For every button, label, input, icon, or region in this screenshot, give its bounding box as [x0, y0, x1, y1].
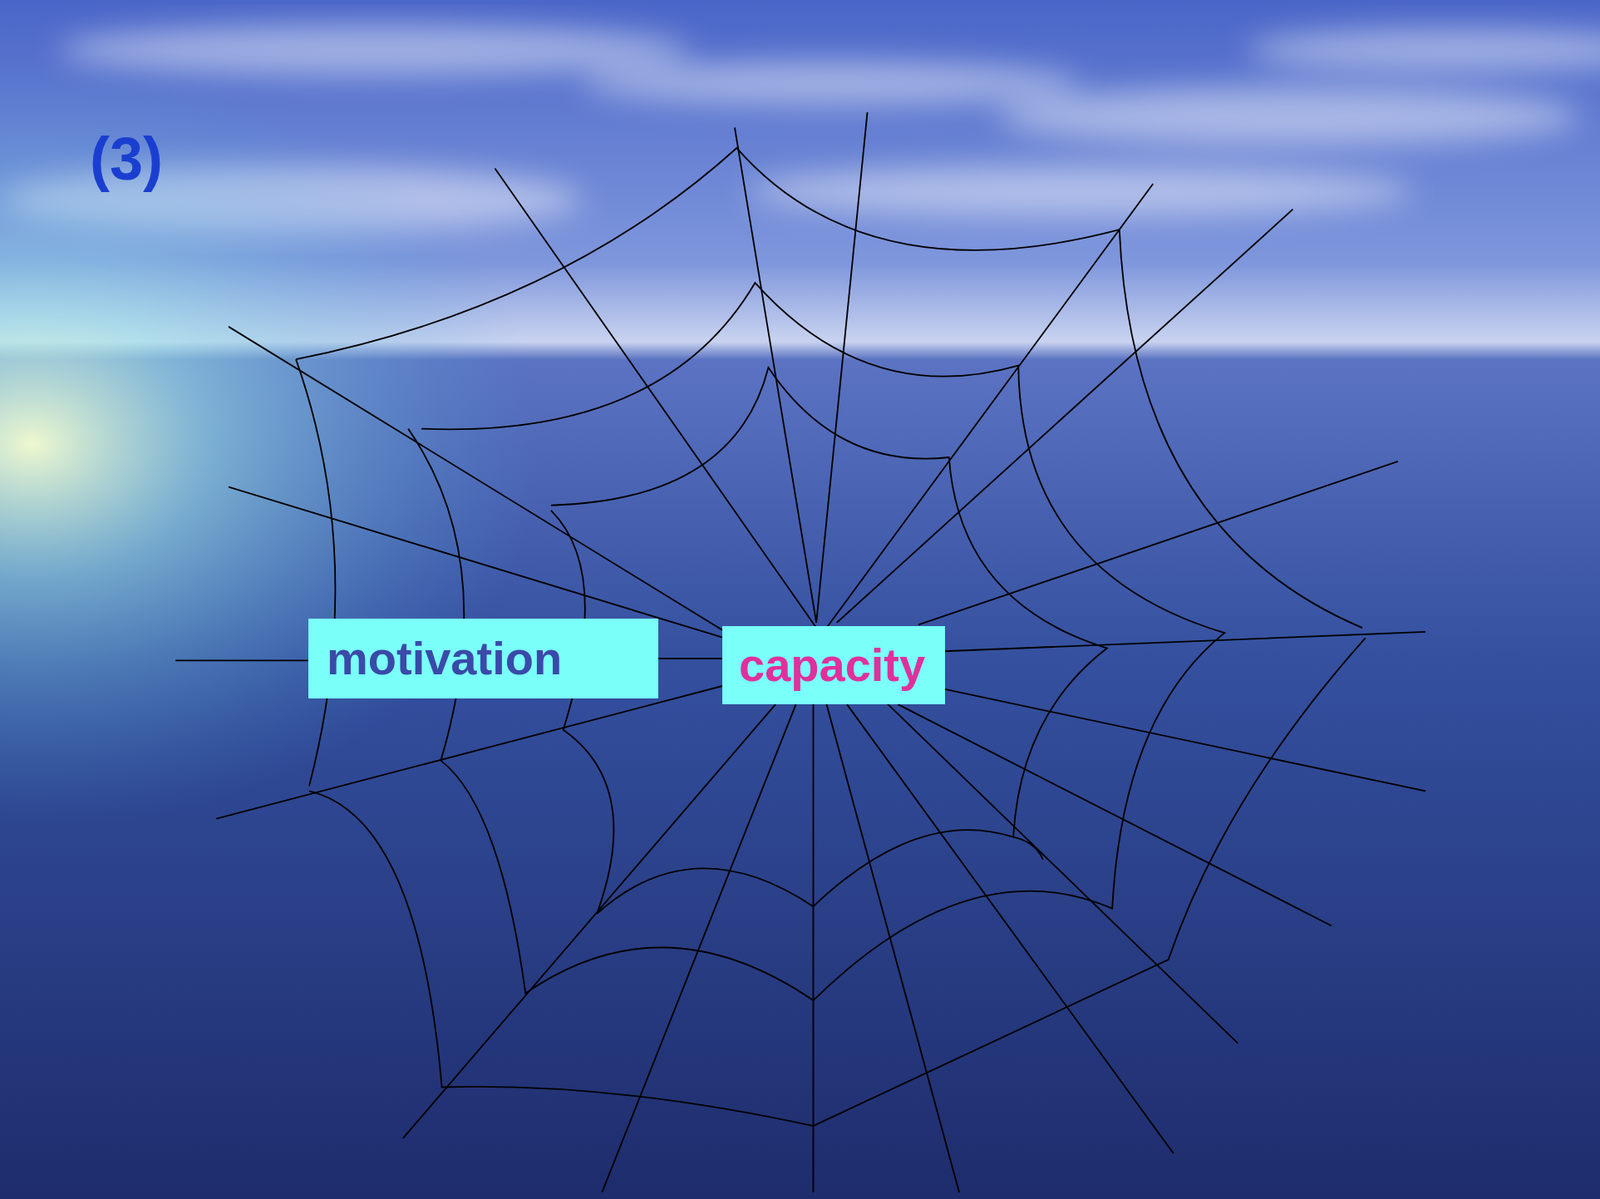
concept-box: capacity: [722, 625, 946, 704]
web-strand: [658, 657, 723, 660]
concept-label: capacity: [738, 639, 926, 691]
concept-label: motivation: [326, 632, 562, 685]
concept-box: motivation: [308, 618, 659, 699]
slide-number: (3): [89, 124, 163, 193]
spider-web: [175, 112, 1426, 1192]
